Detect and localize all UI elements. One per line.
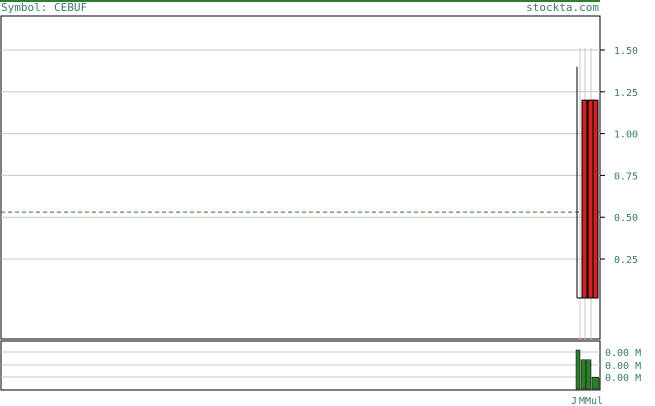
volume-gridlines [1,351,600,378]
price-bar [587,99,594,299]
volume-bar [575,349,581,390]
price-gridlines [1,49,600,260]
price-bar [592,99,599,299]
site-label: stockta.com [526,1,599,14]
x-axis-label: MMul [579,396,603,406]
price-bar [581,99,588,299]
price-tick-label: 1.00 [614,130,638,141]
price-tick-label: 0.50 [614,213,638,224]
price-tick-labels: 1.50 1.25 1.00 0.75 0.50 0.25 [600,46,638,266]
volume-tick-labels: 0.00 M0.00 M0.00 M [605,348,641,384]
price-tick-label: 0.75 [614,171,638,182]
volume-bar [591,377,600,390]
volume-tick-label: 0.00 M [605,361,641,372]
volume-tick-label: 0.00 M [605,348,641,359]
price-tick-label: 1.50 [614,46,638,57]
volume-bar [585,359,592,390]
symbol-label: Symbol: CEBUF [1,1,87,14]
price-bars [576,48,599,390]
x-axis-label: J [571,396,577,406]
volume-bar [580,359,587,390]
price-tick-label: 1.25 [614,88,638,99]
volume-tick-label: 0.00 M [605,373,641,384]
price-tick-label: 0.25 [614,255,638,266]
price-panel [0,15,601,340]
volume-bars [575,349,600,390]
